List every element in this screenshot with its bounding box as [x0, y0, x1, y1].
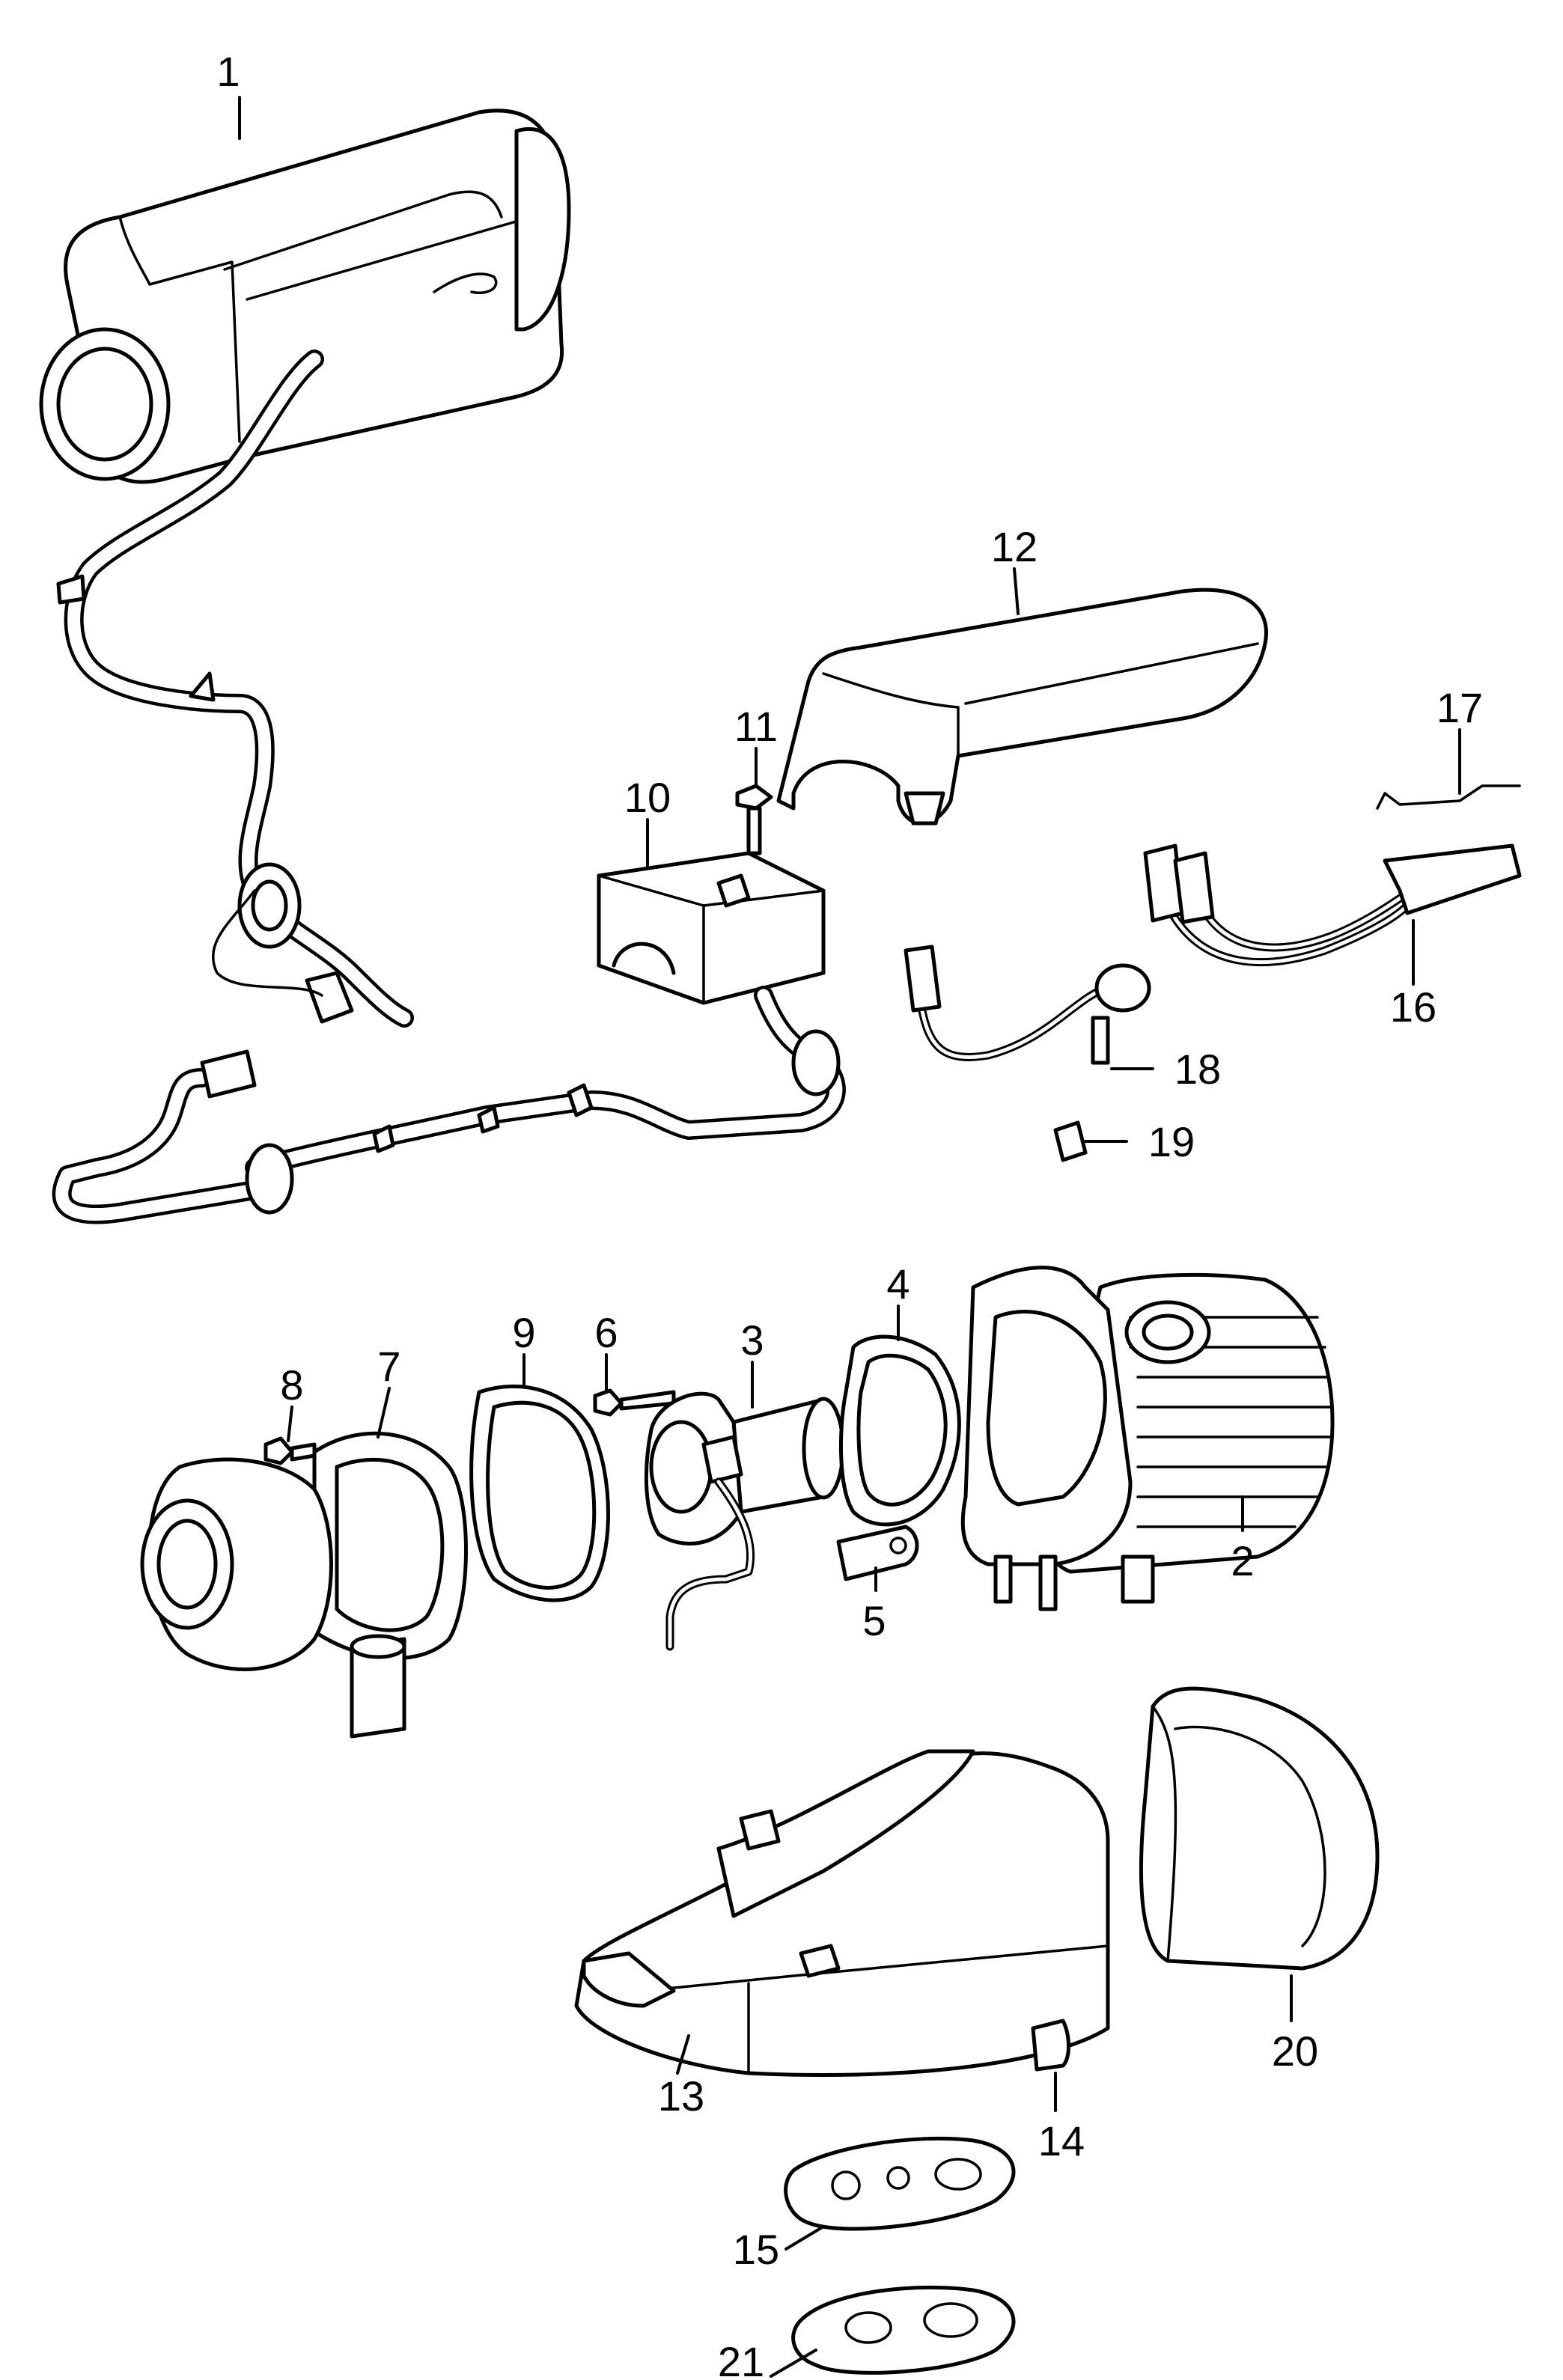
callout-7: 7 — [377, 1343, 400, 1390]
callout-10: 10 — [624, 774, 671, 821]
part-18-sensor-cable — [904, 945, 1151, 1065]
callout-21: 21 — [718, 2338, 764, 2380]
part-7-blower — [140, 1431, 468, 1739]
callout-1: 1 — [216, 48, 240, 95]
part-1-heater-unit — [39, 109, 571, 484]
part-19-glow-plug — [1053, 1120, 1088, 1162]
part-9-gasket — [469, 1384, 610, 1602]
callout-labels: 1 2 3 4 5 6 7 8 9 10 11 12 13 14 15 16 1… — [216, 48, 1483, 2380]
part-8-screw — [263, 1436, 317, 1465]
callout-20: 20 — [1272, 2027, 1318, 2075]
callout-18: 18 — [1174, 1046, 1221, 1093]
callout-6: 6 — [594, 1309, 618, 1356]
callout-5: 5 — [862, 1597, 886, 1644]
part-11-screw — [735, 784, 773, 855]
leader-13 — [676, 2034, 690, 2075]
part-10-wiring-harness — [52, 986, 846, 1224]
part-15-gasket — [784, 2136, 1016, 2231]
callout-17: 17 — [1436, 684, 1483, 731]
part-5-clip — [836, 1525, 919, 1581]
callout-16: 16 — [1390, 983, 1436, 1031]
part-21-gasket — [791, 2285, 1016, 2375]
part-3-combustion-chamber — [731, 1397, 845, 1514]
callout-15: 15 — [733, 2226, 779, 2273]
callout-14: 14 — [1038, 2117, 1085, 2164]
callout-12: 12 — [991, 523, 1038, 570]
leader-21 — [770, 2349, 817, 2378]
callout-8: 8 — [280, 1361, 303, 1409]
callout-3: 3 — [740, 1316, 764, 1364]
part-17-clip — [1376, 784, 1521, 810]
leader-lines — [238, 96, 1461, 2378]
part-3-burner — [644, 1391, 755, 1651]
callout-19: 19 — [1148, 1118, 1195, 1165]
part-12-cover — [776, 588, 1268, 826]
part-10-control-unit — [597, 851, 826, 1005]
part-6-screw — [593, 1388, 676, 1417]
leader-7 — [377, 1387, 391, 1438]
callout-13: 13 — [658, 2072, 704, 2120]
leader-12 — [1013, 567, 1020, 615]
part-20-end-cover — [1139, 1686, 1380, 1971]
part-16-cable-set — [1143, 843, 1522, 966]
part-2-heat-exchanger — [960, 1266, 1335, 1611]
part-4-gasket — [838, 1334, 961, 1527]
leader-15 — [784, 2225, 825, 2251]
leader-8 — [287, 1406, 293, 1442]
callout-2: 2 — [1231, 1537, 1254, 1584]
part-1-fuel-hose — [56, 350, 414, 1028]
callout-11: 11 — [734, 703, 778, 750]
part-14-grommet — [1031, 2019, 1070, 2072]
part-13-lower-shell — [574, 1749, 1110, 2077]
callout-4: 4 — [886, 1260, 910, 1308]
callout-9: 9 — [512, 1309, 535, 1356]
